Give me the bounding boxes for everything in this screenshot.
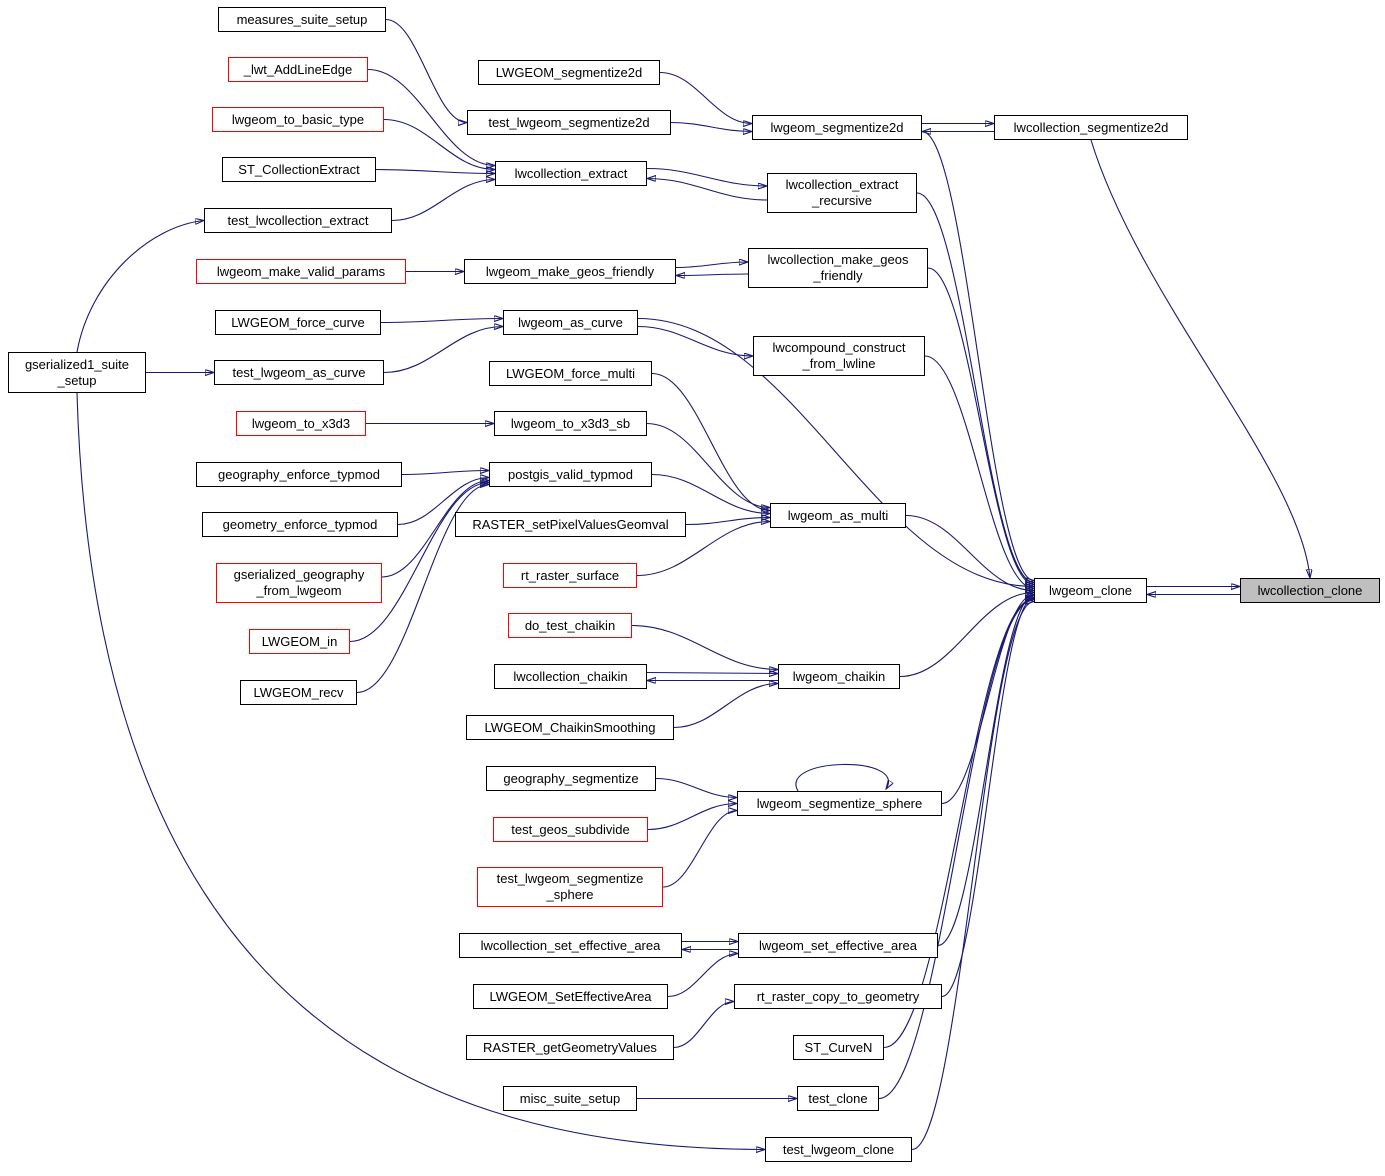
edge-lwcollection_extract-lwcollection_extract_recursive	[646, 167, 767, 187]
node-gserialized_geography_from_lwgeom[interactable]: gserialized_geography _from_lwgeom	[216, 563, 382, 603]
edge-test_clone-lwgeom_clone	[878, 600, 1034, 1100]
edge-lwgeom_to_basic_type-lwcollection_extract	[383, 118, 495, 170]
node-gserialized1_suite_setup[interactable]: gserialized1_suite _setup	[8, 352, 146, 393]
edge-geometry_enforce_typmod-postgis_valid_typmod	[397, 478, 489, 526]
node-lwcollection_extract[interactable]: lwcollection_extract	[495, 161, 647, 186]
edge-LWGEOM_segmentize2d-lwgeom_segmentize2d	[659, 71, 752, 124]
edge-LWGEOM_force_curve-lwgeom_as_curve	[380, 319, 503, 324]
edge-lwgeom_segmentize2d-lwgeom_clone	[921, 130, 1034, 581]
edge-lwcompound_construct_from_lwline-lwgeom_clone	[924, 355, 1034, 589]
node-test_lwgeom_clone[interactable]: test_lwgeom_clone	[765, 1137, 912, 1162]
node-LWGEOM_in[interactable]: LWGEOM_in	[249, 629, 350, 654]
node-lwgeom_chaikin[interactable]: lwgeom_chaikin	[778, 664, 900, 689]
edge-rt_raster_surface-lwgeom_as_multi	[636, 522, 770, 577]
node-lwcollection_chaikin[interactable]: lwcollection_chaikin	[494, 664, 647, 689]
node-lwgeom_set_effective_area[interactable]: lwgeom_set_effective_area	[738, 933, 938, 958]
edge-gserialized1_suite_setup-test_lwgeom_clone	[76, 392, 765, 1150]
edge-lwgeom_set_effective_area-lwgeom_clone	[937, 596, 1034, 947]
edge-LWGEOM_ChaikinSmoothing-lwgeom_chaikin	[673, 684, 778, 729]
edge-test_lwgeom_segmentize_sphere-lwgeom_segmentize_sphere	[662, 811, 737, 888]
node-lwcollection_make_geos_friendly[interactable]: lwcollection_make_geos _friendly	[748, 248, 928, 288]
edge-RASTER_getGeometryValues-rt_raster_copy_to_geometry	[673, 1002, 734, 1049]
edge-test_geos_subdivide-lwgeom_segmentize_sphere	[647, 804, 737, 831]
node-lwgeom_segmentize_sphere[interactable]: lwgeom_segmentize_sphere	[737, 791, 942, 816]
node-lwgeom_to_x3d3_sb[interactable]: lwgeom_to_x3d3_sb	[494, 411, 647, 436]
node-lwcompound_construct_from_lwline[interactable]: lwcompound_construct _from_lwline	[753, 336, 925, 376]
edge-LWGEOM_force_multi-lwgeom_as_multi	[651, 372, 770, 511]
edge-ST_CollectionExtract-lwcollection_extract	[375, 168, 495, 174]
edge-lwcollection_make_geos_friendly-lwgeom_clone	[927, 267, 1034, 585]
edge-LWGEOM_SetEffectiveArea-lwgeom_set_effective_area	[667, 954, 738, 998]
edge-do_test_chaikin-lwgeom_chaikin	[631, 624, 778, 670]
edge-lwt_AddLineEdge-lwcollection_extract	[367, 68, 495, 166]
edge-RASTER_setPixelValuesGeomval-lwgeom_as_multi	[685, 518, 770, 526]
node-test_lwgeom_segmentize2d[interactable]: test_lwgeom_segmentize2d	[467, 110, 671, 135]
node-lwcollection_extract_recursive[interactable]: lwcollection_extract _recursive	[767, 173, 917, 213]
node-test_lwcollection_extract[interactable]: test_lwcollection_extract	[204, 208, 392, 233]
edge-gserialized_geography_from_lwgeom-postgis_valid_typmod	[381, 481, 489, 578]
edge-lwgeom_as_multi-lwgeom_clone	[905, 514, 1034, 591]
node-test_geos_subdivide[interactable]: test_geos_subdivide	[493, 817, 648, 842]
node-lwgeom_make_valid_params[interactable]: lwgeom_make_valid_params	[196, 259, 406, 284]
node-RASTER_getGeometryValues[interactable]: RASTER_getGeometryValues	[466, 1035, 674, 1060]
node-ST_CurveN[interactable]: ST_CurveN	[793, 1035, 884, 1060]
edge-lwcollection_chaikin-lwgeom_chaikin	[646, 673, 778, 674]
node-do_test_chaikin[interactable]: do_test_chaikin	[508, 613, 632, 638]
edge-lwgeom_make_geos_friendly-lwcollection_make_geos_friendly	[675, 262, 748, 269]
node-rt_raster_surface[interactable]: rt_raster_surface	[503, 563, 637, 588]
edge-lwcollection_segmentize2d-lwcollection_clone	[1090, 139, 1310, 578]
node-lwcollection_segmentize2d[interactable]: lwcollection_segmentize2d	[994, 115, 1188, 140]
edge-ST_CurveN-lwgeom_clone	[883, 599, 1034, 1049]
node-rt_raster_copy_to_geometry[interactable]: rt_raster_copy_to_geometry	[734, 984, 942, 1009]
edge-postgis_valid_typmod-lwgeom_as_multi	[651, 473, 770, 514]
node-geography_segmentize[interactable]: geography_segmentize	[486, 766, 656, 791]
edge-lwcollection_extract_recursive-lwcollection_extract	[647, 179, 768, 201]
node-lwgeom_to_x3d3[interactable]: lwgeom_to_x3d3	[236, 411, 366, 436]
node-geometry_enforce_typmod[interactable]: geometry_enforce_typmod	[202, 512, 398, 537]
node-RASTER_setPixelValuesGeomval[interactable]: RASTER_setPixelValuesGeomval	[455, 512, 686, 537]
node-LWGEOM_SetEffectiveArea[interactable]: LWGEOM_SetEffectiveArea	[473, 984, 668, 1009]
edge-lwcollection_make_geos_friendly-lwgeom_make_geos_friendly	[676, 274, 749, 276]
node-lwcollection_set_effective_area[interactable]: lwcollection_set_effective_area	[459, 933, 682, 958]
node-measures_suite_setup[interactable]: measures_suite_setup	[218, 7, 386, 32]
edge-lwgeom_segmentize_sphere-lwgeom_clone	[941, 595, 1034, 805]
node-LWGEOM_ChaikinSmoothing[interactable]: LWGEOM_ChaikinSmoothing	[466, 715, 674, 740]
edge-lwgeom_as_curve-lwgeom_clone	[637, 317, 1034, 587]
node-lwgeom_to_basic_type[interactable]: lwgeom_to_basic_type	[212, 107, 384, 132]
edge-lwgeom_segmentize_sphere-lwgeom_segmentize_sphere	[795, 763, 889, 792]
node-misc_suite_setup[interactable]: misc_suite_setup	[503, 1086, 637, 1111]
edge-test_lwgeom_segmentize2d-lwgeom_segmentize2d	[670, 121, 752, 132]
node-LWGEOM_recv[interactable]: LWGEOM_recv	[240, 680, 357, 705]
node-ST_CollectionExtract[interactable]: ST_CollectionExtract	[222, 157, 376, 182]
node-LWGEOM_force_curve[interactable]: LWGEOM_force_curve	[215, 310, 381, 335]
edge-geography_enforce_typmod-postgis_valid_typmod	[401, 471, 489, 476]
node-lwgeom_clone[interactable]: lwgeom_clone	[1034, 578, 1147, 603]
node-lwgeom_as_multi[interactable]: lwgeom_as_multi	[770, 503, 906, 528]
edge-lwcollection_extract_recursive-lwgeom_clone	[916, 192, 1034, 583]
edge-test_lwgeom_as_curve-lwgeom_as_curve	[383, 327, 503, 374]
node-test_clone[interactable]: test_clone	[797, 1086, 879, 1111]
edge-gserialized1_suite_setup-test_lwcollection_extract	[76, 221, 204, 353]
node-postgis_valid_typmod[interactable]: postgis_valid_typmod	[489, 462, 652, 487]
node-test_lwgeom_as_curve[interactable]: test_lwgeom_as_curve	[214, 360, 384, 385]
edge-lwgeom_chaikin-lwgeom_clone	[899, 593, 1034, 678]
edge-measures_suite_setup-test_lwgeom_segmentize2d	[385, 18, 467, 123]
node-LWGEOM_segmentize2d[interactable]: LWGEOM_segmentize2d	[478, 60, 660, 85]
node-lwgeom_segmentize2d[interactable]: lwgeom_segmentize2d	[752, 115, 922, 140]
edge-test_lwgeom_clone-lwgeom_clone	[911, 602, 1034, 1151]
node-lwgeom_make_geos_friendly[interactable]: lwgeom_make_geos_friendly	[464, 259, 676, 284]
node-geography_enforce_typmod[interactable]: geography_enforce_typmod	[196, 462, 402, 487]
node-lwgeom_as_curve[interactable]: lwgeom_as_curve	[503, 310, 638, 335]
node-LWGEOM_force_multi[interactable]: LWGEOM_force_multi	[489, 361, 652, 386]
edge-LWGEOM_recv-postgis_valid_typmod	[356, 485, 489, 694]
edge-LWGEOM_in-postgis_valid_typmod	[349, 483, 489, 643]
node-test_lwgeom_segmentize_sphere[interactable]: test_lwgeom_segmentize _sphere	[477, 867, 663, 907]
edge-lwgeom_as_curve-lwcompound_construct_from_lwline	[637, 325, 753, 357]
edge-test_lwcollection_extract-lwcollection_extract	[391, 180, 495, 222]
node-lwt_AddLineEdge[interactable]: _lwt_AddLineEdge	[228, 57, 368, 82]
edge-geography_segmentize-lwgeom_segmentize_sphere	[655, 777, 737, 798]
node-lwcollection_clone: lwcollection_clone	[1240, 578, 1380, 603]
